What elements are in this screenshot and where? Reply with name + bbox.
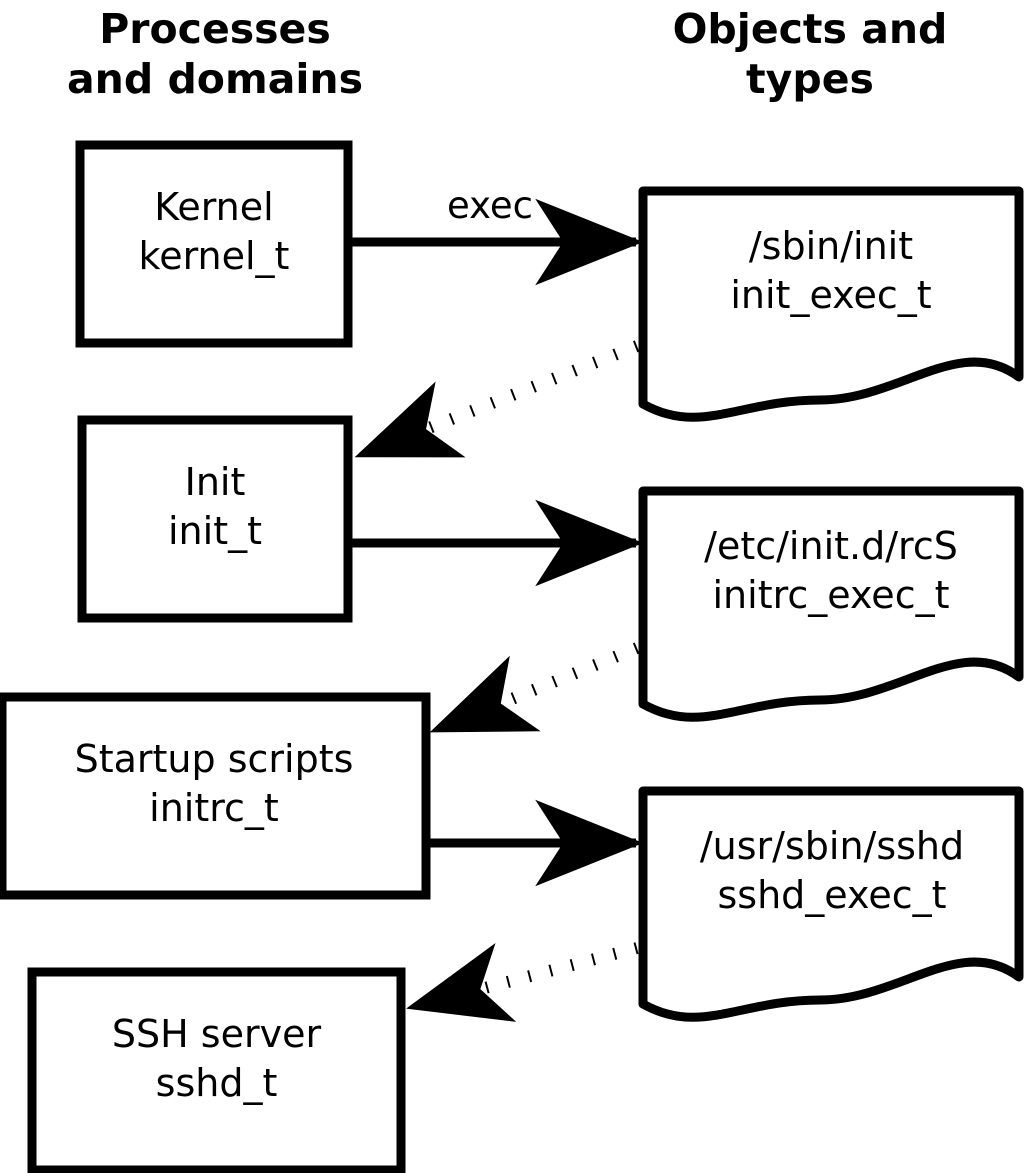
process-box-sshd[interactable] [27,967,406,1173]
process-box-init[interactable] [77,415,353,623]
object-doc-init-exec[interactable] [638,186,1024,422]
column-header-processes: Processes and domains [66,5,364,104]
object-doc-initrc-exec[interactable] [638,486,1024,722]
edge-init-exec-to-init [354,340,640,458]
process-box-initrc[interactable] [0,692,431,900]
process-box-kernel[interactable] [75,140,353,348]
object-doc-sshd-exec[interactable] [638,786,1024,1022]
edge-sshd-exec-to-sshd [406,942,639,1022]
edge-label-exec: exec [447,184,533,227]
column-header-objects: Objects and types [672,5,948,104]
edge-initrc-exec-to-initrc [429,642,640,733]
